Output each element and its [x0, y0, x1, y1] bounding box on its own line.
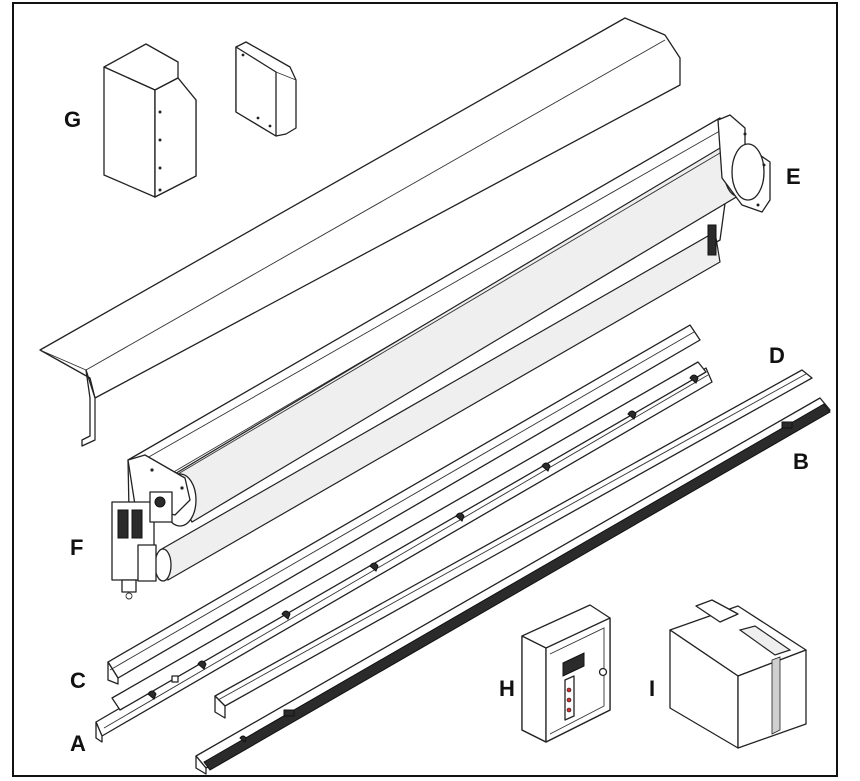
control-panel-box	[521, 604, 611, 743]
top-cover-panel	[39, 17, 681, 447]
angle-strip-c	[107, 324, 701, 685]
guide-rail-a	[95, 361, 713, 743]
label-h: H	[499, 676, 515, 701]
lower-roller	[154, 231, 721, 582]
label-g: G	[64, 107, 81, 132]
diagram-border	[12, 2, 838, 777]
label-f: F	[70, 535, 83, 560]
right-end-bracket	[707, 114, 771, 256]
label-e: E	[786, 164, 801, 189]
label-i: I	[649, 676, 655, 701]
bottom-bar-b	[195, 397, 831, 775]
shipping-carton	[669, 599, 807, 749]
drive-motor	[111, 491, 173, 600]
flat-strip-d	[214, 369, 813, 719]
label-a: A	[70, 731, 86, 756]
mounting-bracket	[235, 41, 297, 137]
label-b: B	[793, 449, 809, 474]
motor-cover-box	[103, 43, 197, 198]
label-d: D	[769, 343, 785, 368]
label-c: C	[70, 668, 86, 693]
